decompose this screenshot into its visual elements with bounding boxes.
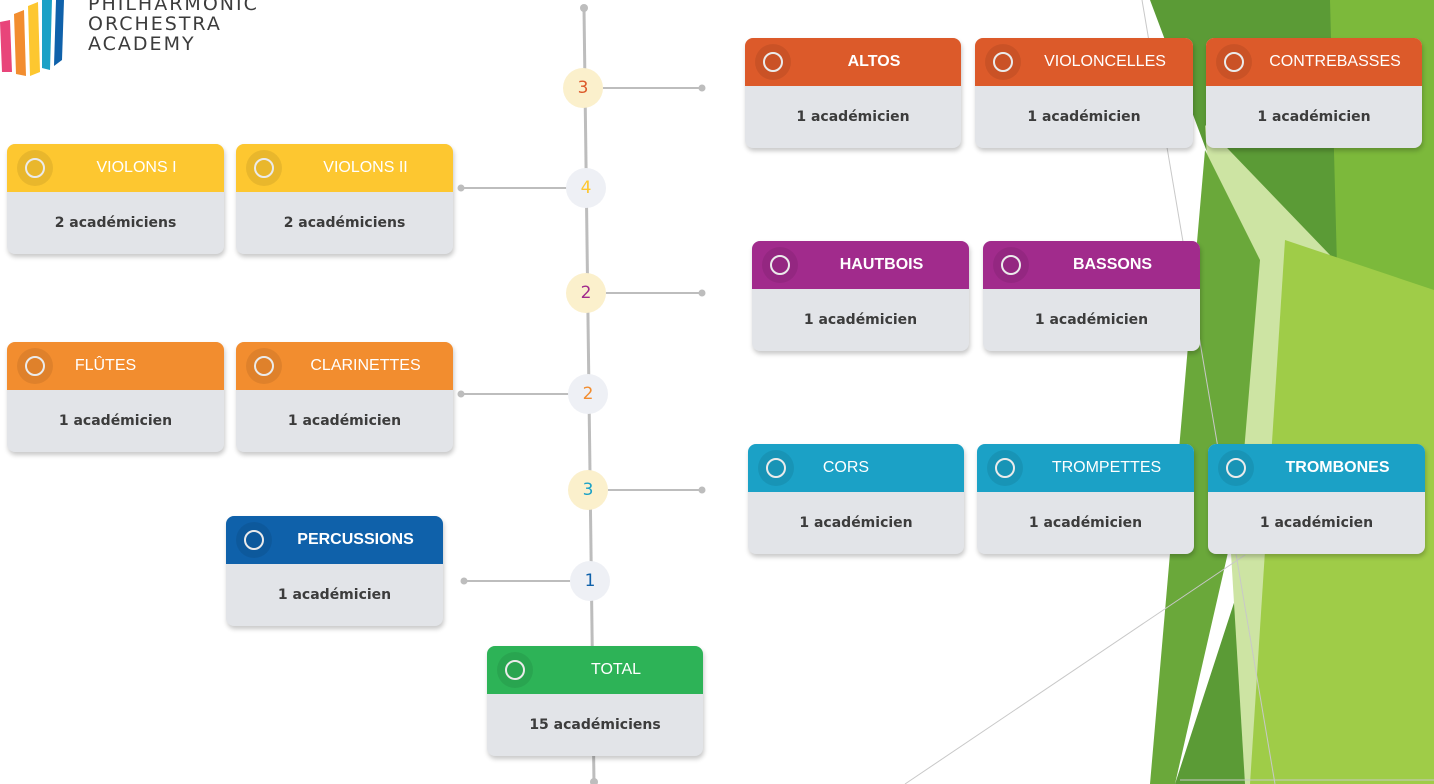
circle-icon (993, 247, 1029, 283)
connector-dot (460, 577, 468, 585)
section-card-trombones[interactable]: TROMBONES 1 académicien (1208, 444, 1425, 554)
card-header: VIOLONS I (7, 144, 224, 192)
connector-dot (698, 486, 706, 494)
connector-dot (457, 390, 465, 398)
circle-icon (246, 348, 282, 384)
card-header: CLARINETTES (236, 342, 453, 390)
card-count: 1 académicien (1034, 312, 1149, 328)
section-card-altos[interactable]: ALTOS 1 académicien (745, 38, 961, 148)
card-count: 1 académicien (287, 413, 402, 429)
card-count: 1 académicien (1028, 515, 1143, 531)
orchestra-logo: PHILHARMONIC ORCHESTRA ACADEMY (0, 0, 260, 80)
connector-dot (698, 84, 706, 92)
card-title: PERCUSSIONS (297, 531, 414, 548)
card-header: TROMPETTES (977, 444, 1194, 492)
logo-wordmark: PHILHARMONIC ORCHESTRA ACADEMY (88, 0, 259, 54)
circle-icon (17, 150, 53, 186)
circle-icon (497, 652, 533, 688)
spine-bottom-dot (590, 778, 598, 784)
card-count: 1 académicien (277, 587, 392, 603)
card-count: 15 académiciens (529, 717, 661, 733)
card-title: FLÛTES (74, 357, 137, 374)
count-node-cors-row: 3 (568, 470, 608, 510)
card-header: VIOLONS II (236, 144, 453, 192)
count-node-violons-row: 4 (566, 168, 606, 208)
card-title: VIOLONS II (323, 159, 408, 176)
logo-line-1: PHILHARMONIC (88, 0, 259, 15)
card-title: TOTAL (590, 661, 642, 678)
card-header: TOTAL (487, 646, 703, 694)
card-title: HAUTBOIS (839, 256, 924, 273)
card-title: TROMPETTES (1051, 459, 1162, 476)
card-title: CORS (822, 459, 870, 476)
logo-line-2: ORCHESTRA (88, 13, 222, 35)
card-title: CONTREBASSES (1269, 53, 1401, 70)
section-card-contrebasses[interactable]: CONTREBASSES 1 académicien (1206, 38, 1422, 148)
bg-thin-line (904, 554, 1246, 784)
count-node-flutes-row: 2 (568, 374, 608, 414)
card-title: CLARINETTES (310, 357, 421, 374)
card-count: 1 académicien (1257, 109, 1371, 125)
circle-icon (246, 150, 282, 186)
logo-line-3: ACADEMY (88, 33, 196, 55)
spine-top-dot (580, 4, 588, 12)
count-node-percussions-row: 1 (570, 561, 610, 601)
section-card-percussions[interactable]: PERCUSSIONS 1 académicien (226, 516, 443, 626)
connector-dot (457, 184, 465, 192)
card-title: ALTOS (847, 53, 901, 70)
card-count: 1 académicien (796, 109, 910, 125)
logo-bars-icon (0, 0, 64, 76)
card-title: BASSONS (1072, 256, 1153, 273)
section-card-bassons[interactable]: BASSONS 1 académicien (983, 241, 1200, 351)
count-node-altos-row: 3 (563, 68, 603, 108)
card-count: 2 académiciens (54, 215, 177, 231)
card-header: BASSONS (983, 241, 1200, 289)
section-card-trompettes[interactable]: TROMPETTES 1 académicien (977, 444, 1194, 554)
card-count: 1 académicien (799, 515, 913, 531)
card-count: 1 académicien (1259, 515, 1374, 531)
section-card-clarinettes[interactable]: CLARINETTES 1 académicien (236, 342, 453, 452)
total-card[interactable]: TOTAL 15 académiciens (487, 646, 703, 756)
circle-icon (17, 348, 53, 384)
section-card-hautbois[interactable]: HAUTBOIS 1 académicien (752, 241, 969, 351)
circle-icon (755, 44, 791, 80)
card-header: TROMBONES (1208, 444, 1425, 492)
card-header: FLÛTES (7, 342, 224, 390)
card-count: 1 académicien (1027, 109, 1141, 125)
bg-shape-green (1150, 150, 1260, 784)
section-card-cors[interactable]: CORS 1 académicien (748, 444, 964, 554)
card-header: ALTOS (745, 38, 961, 86)
circle-icon (1218, 450, 1254, 486)
circle-icon (987, 450, 1023, 486)
card-header: CONTREBASSES (1206, 38, 1422, 86)
circle-icon (758, 450, 794, 486)
section-card-flutes[interactable]: FLÛTES 1 académicien (7, 342, 224, 452)
card-count: 1 académicien (803, 312, 918, 328)
circle-icon (236, 522, 272, 558)
count-node-hautbois-row: 2 (566, 273, 606, 313)
card-count: 2 académiciens (283, 215, 406, 231)
circle-icon (762, 247, 798, 283)
card-title: TROMBONES (1285, 459, 1390, 476)
section-card-violons-2[interactable]: VIOLONS II 2 académiciens (236, 144, 453, 254)
section-card-violons-1[interactable]: VIOLONS I 2 académiciens (7, 144, 224, 254)
section-card-violoncelles[interactable]: VIOLONCELLES 1 académicien (975, 38, 1193, 148)
card-header: PERCUSSIONS (226, 516, 443, 564)
card-count: 1 académicien (58, 413, 173, 429)
card-header: CORS (748, 444, 964, 492)
card-title: VIOLONS I (96, 159, 177, 176)
connector-dot (698, 289, 706, 297)
card-title: VIOLONCELLES (1044, 53, 1166, 70)
card-header: VIOLONCELLES (975, 38, 1193, 86)
circle-icon (1216, 44, 1252, 80)
circle-icon (985, 44, 1021, 80)
card-header: HAUTBOIS (752, 241, 969, 289)
